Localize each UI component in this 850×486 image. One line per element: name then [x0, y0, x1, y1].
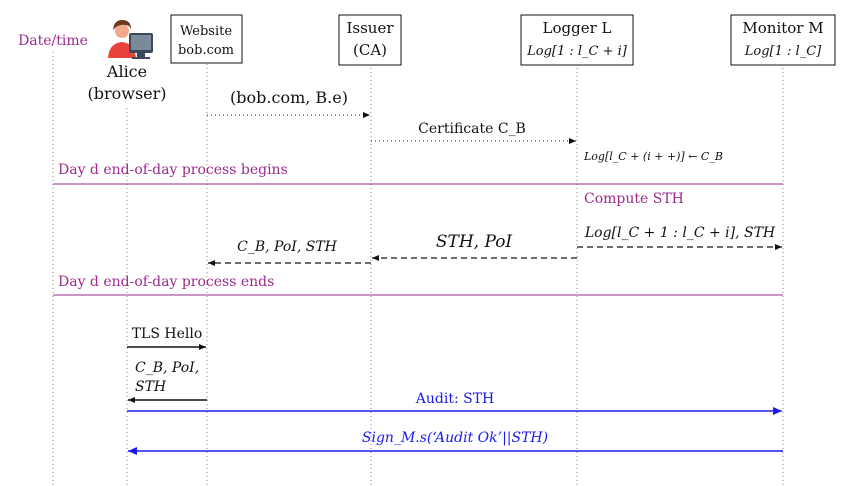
msg-sth: STH	[135, 379, 167, 395]
user-computer-icon	[108, 20, 153, 59]
alice-name: Alice	[106, 62, 147, 81]
msg-bob-key: (bob.com, B.e)	[230, 88, 348, 107]
lifelines	[52, 52, 784, 486]
alice-subtitle: (browser)	[87, 84, 166, 103]
note-log-append: Log[l_C + (i + +)] ← C_B	[583, 150, 723, 163]
msg-certificate: Certificate C_B	[418, 121, 526, 137]
msg-log-entries: Log[l_C + 1 : l_C + i], STH	[584, 225, 776, 241]
msg-tls-hello: TLS Hello	[132, 326, 203, 342]
note-compute-sth: Compute STH	[584, 191, 684, 207]
logger-title: Logger L	[543, 19, 612, 37]
msg-sth-poi: STH, PoI	[436, 232, 513, 252]
logger-log-range: Log[1 : l_C + i]	[526, 44, 628, 59]
msg-signed-audit-ok: Sign_M.s(‘Audit Ok’||STH)	[362, 430, 548, 446]
monitor-log-range: Log[1 : l_C]	[744, 44, 822, 59]
monitor-box	[730, 14, 836, 66]
issuer-title: Issuer	[346, 19, 394, 37]
msg-audit: Audit: STH	[415, 391, 495, 407]
logger-box	[520, 14, 634, 66]
issuer-box	[338, 14, 402, 66]
monitor-title: Monitor M	[742, 19, 823, 37]
msg-cb-poi: C_B, PoI,	[135, 360, 199, 376]
website-box	[170, 14, 243, 64]
website-title: Website	[180, 24, 232, 39]
phase-end-label: Day d end-of-day process ends	[58, 274, 274, 290]
issuer-subtitle: (CA)	[353, 41, 387, 59]
date-time-label: Date/time	[18, 33, 88, 49]
msg-cb-poi-sth: C_B, PoI, STH	[237, 239, 338, 255]
website-domain: bob.com	[178, 43, 234, 58]
phase-begin-label: Day d end-of-day process begins	[58, 162, 288, 178]
